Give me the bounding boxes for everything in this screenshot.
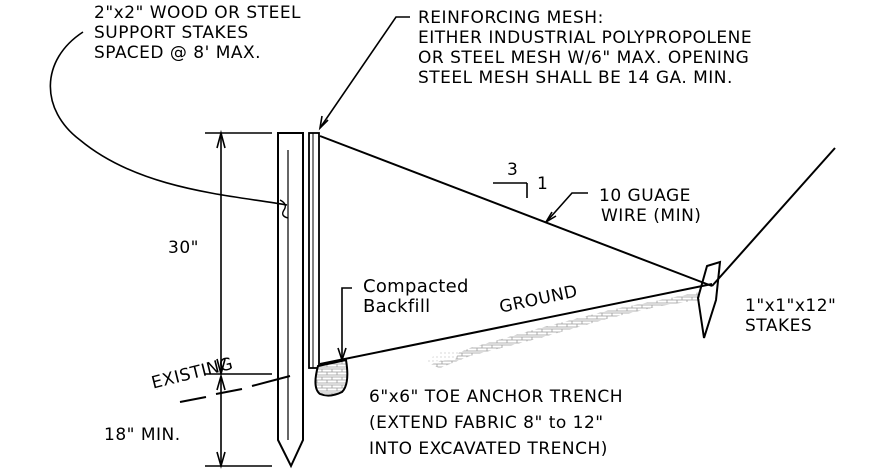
fabric-mesh xyxy=(308,132,320,369)
small-stake xyxy=(696,260,722,339)
dimension-18 xyxy=(205,373,272,469)
toe-anchor-trench-label: 6"x6" TOE ANCHOR TRENCH (EXTEND FABRIC 8… xyxy=(369,384,623,462)
ground-line xyxy=(319,283,713,365)
wire-label: 10 GUAGE WIRE (MIN) xyxy=(599,186,701,226)
wire-line-1: 10 GUAGE xyxy=(599,186,691,206)
backfill-line-2: Backfill xyxy=(363,296,431,317)
reinforcing-mesh-label: REINFORCING MESH: EITHER INDUSTRIAL POLY… xyxy=(418,8,752,88)
slope-run-label: 1 xyxy=(537,174,549,194)
reinforcing-mesh-line-4: STEEL MESH SHALL BE 14 GA. MIN. xyxy=(418,68,733,88)
toe-anchor-trench xyxy=(314,358,349,397)
backfill-line-1: Compacted xyxy=(363,276,469,297)
slope-rise-label: 3 xyxy=(507,160,519,180)
support-stake xyxy=(277,132,304,469)
small-stakes-label: 1"x1"x12" STAKES xyxy=(745,296,836,336)
support-stakes-label: 2"x2" WOOD OR STEEL SUPPORT STAKES SPACE… xyxy=(94,3,301,63)
reinforcing-mesh-line-1: REINFORCING MESH: xyxy=(418,8,604,28)
dimension-30 xyxy=(205,129,272,378)
support-stakes-line-1: 2"x2" WOOD OR STEEL xyxy=(94,3,302,23)
dimension-30-label: 30" xyxy=(168,238,199,258)
backfill-label: Compacted Backfill xyxy=(363,277,469,317)
wire-line-2: WIRE (MIN) xyxy=(601,206,702,226)
small-stakes-line-1: 1"x1"x12" xyxy=(745,296,837,316)
slope-symbol xyxy=(493,182,528,198)
tension-wire xyxy=(319,135,713,287)
existing-slope-line xyxy=(711,147,836,287)
trench-line-3: INTO EXCAVATED TRENCH) xyxy=(369,439,608,459)
reinforcing-mesh-line-2: EITHER INDUSTRIAL POLYPROPOLENE xyxy=(418,28,753,48)
small-stakes-line-2: STAKES xyxy=(745,316,813,336)
trench-line-2: (EXTEND FABRIC 8" to 12" xyxy=(369,413,604,433)
support-stakes-line-2: SUPPORT STAKES xyxy=(94,23,249,43)
reinforcing-mesh-line-3: OR STEEL MESH W/6" MAX. OPENING xyxy=(418,48,750,68)
leader-lines xyxy=(49,16,588,363)
trench-line-1: 6"x6" TOE ANCHOR TRENCH xyxy=(369,387,624,407)
support-stakes-line-3: SPACED @ 8' MAX. xyxy=(94,43,262,63)
dimension-18-label: 18" MIN. xyxy=(104,425,181,445)
ground-hatch xyxy=(425,292,700,368)
